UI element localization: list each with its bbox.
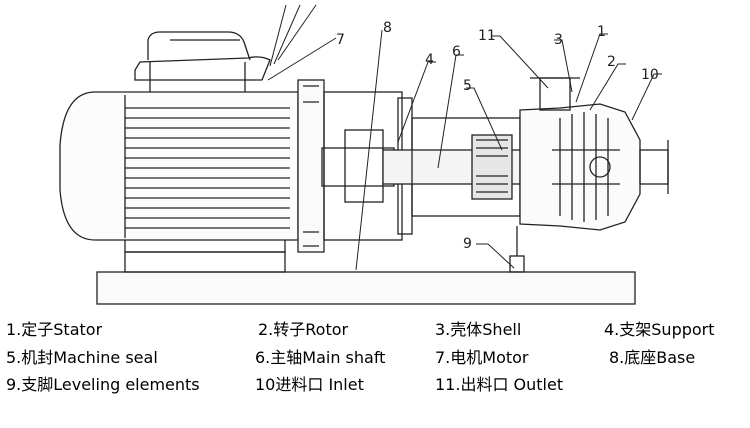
- callout-1: 1: [597, 24, 606, 40]
- leader-lines: [267, 4, 662, 271]
- flange-bolts: [303, 85, 319, 247]
- stator-rotor-discs: [552, 112, 620, 222]
- legend-machine-seal: 5.机封Machine seal: [6, 348, 158, 367]
- legend-inlet: 10进料口 Inlet: [255, 375, 364, 394]
- callout-7: 7: [336, 32, 345, 48]
- outlet-pipe: [539, 77, 571, 111]
- terminal-box-lines: [149, 39, 246, 92]
- legend-base: 8.底座Base: [609, 348, 696, 367]
- seal-hatch: [476, 139, 508, 193]
- callout-11: 11: [478, 28, 496, 44]
- callout-4: 4: [425, 52, 434, 68]
- legend-leveling-elements: 9.支脚Leveling elements: [6, 375, 200, 394]
- callout-2: 2: [607, 54, 616, 70]
- rotor-hub: [589, 156, 611, 178]
- legend-support: 4.支架Support: [604, 320, 715, 339]
- machine-cross-section-drawing: 7 8 4 6 5 11 3 1 2 10 9: [59, 4, 669, 305]
- legend-shell: 3.壳体Shell: [435, 320, 522, 339]
- callout-5: 5: [463, 78, 472, 94]
- motor-pedestal: [124, 251, 286, 273]
- motor-flange: [297, 79, 325, 253]
- callout-8: 8: [383, 20, 392, 36]
- legend-motor: 7.电机Motor: [435, 348, 529, 367]
- callout-3: 3: [554, 32, 563, 48]
- callout-10: 10: [641, 67, 659, 83]
- pump-shell: [519, 103, 641, 231]
- legend-rotor: 2.转子Rotor: [258, 320, 349, 339]
- machine-seal: [471, 134, 513, 200]
- legend-stator: 1.定子Stator: [6, 320, 103, 339]
- inlet-pipe: [639, 149, 669, 185]
- callout-9: 9: [463, 236, 472, 252]
- legend-main-shaft: 6.主轴Main shaft: [255, 348, 386, 367]
- terminal-box: [147, 31, 251, 61]
- callout-6: 6: [452, 44, 461, 60]
- legend-outlet: 11.出料口 Outlet: [435, 375, 564, 394]
- base-plate: [96, 271, 636, 305]
- coupling-hub: [344, 129, 384, 203]
- terminal-box-lid: [134, 56, 271, 81]
- leveling-foot: [509, 255, 525, 273]
- motor-fins: [124, 95, 290, 238]
- parts-legend: 1.定子Stator 2.转子Rotor 3.壳体Shell 4.支架Suppo…: [0, 312, 750, 428]
